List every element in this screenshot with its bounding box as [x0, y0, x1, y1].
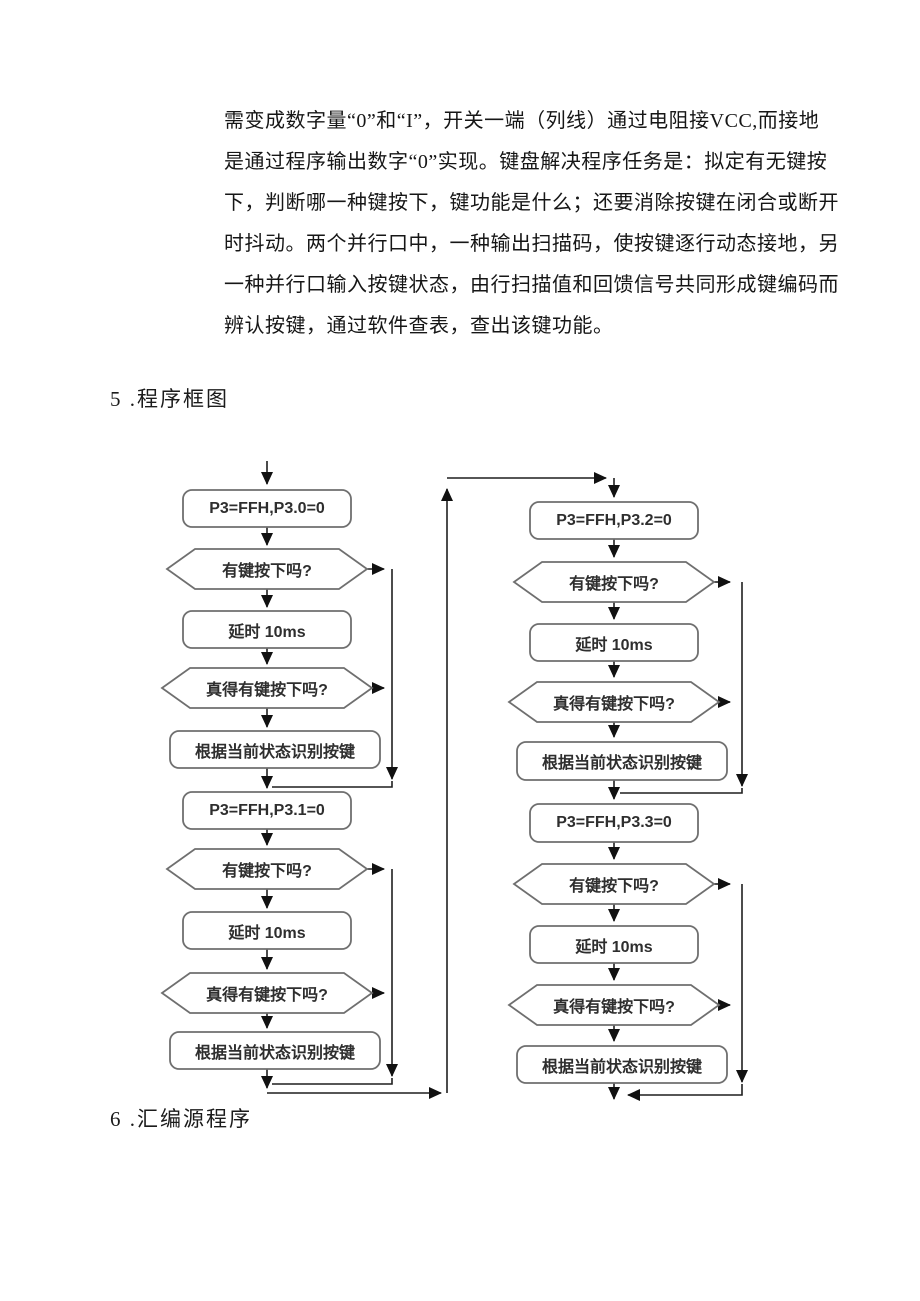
flow-node-identify-key: 根据当前状态识别按键 [194, 1044, 355, 1062]
section-6-heading: 6 .汇编源程序 [110, 1107, 252, 1131]
decision-hexagon-shape [507, 681, 721, 723]
flow-node-delay-10ms: 延时 10ms [575, 938, 653, 956]
body-paragraph: 需变成数字量“0”和“I”，开关一端（列线）通过电阻接VCC,而接地 是通过程序… [224, 101, 839, 347]
process-box-shape [169, 730, 381, 769]
flow-node-really-pressed: 真得有键按下吗? [206, 682, 328, 699]
process-box-shape [182, 911, 352, 950]
flow-node-delay-10ms: 延时 10ms [228, 924, 306, 942]
flow-node-key-pressed: 有键按下吗? [569, 878, 659, 895]
decision-hexagon-shape [507, 984, 721, 1026]
paragraph-line: 辨认按键，通过软件查表，查出该键功能。 [224, 315, 614, 337]
process-box-shape [182, 610, 352, 649]
flow-node-scan-row1: P3=FFH,P3.1=0 [209, 801, 325, 819]
paragraph-line: 下，判断哪一种键按下，键功能是什么；还要消除按键在闭合或断开 [224, 192, 839, 214]
paragraph-line: 时抖动。两个并行口中，一种输出扫描码，使按键逐行动态接地，另 [224, 233, 839, 255]
flow-node-identify-key: 根据当前状态识别按键 [541, 755, 702, 772]
process-box-shape [516, 1045, 728, 1084]
flow-connectors [261, 461, 748, 1101]
flow-line [620, 788, 743, 794]
flow-node-scan-row0: P3=FFH,P3.0=0 [209, 499, 325, 517]
flow-line [627, 1084, 743, 1101]
flow-node-really-pressed: 真得有键按下吗? [206, 987, 328, 1004]
process-box-shape [529, 925, 699, 964]
flow-node-shapes [160, 489, 728, 1084]
flow-node-really-pressed: 真得有键按下吗? [553, 696, 675, 713]
decision-hexagon-shape [165, 548, 369, 590]
process-box-shape [529, 803, 699, 843]
flow-node-key-pressed: 有键按下吗? [222, 563, 312, 580]
process-box-shape [529, 501, 699, 540]
process-box-shape [182, 791, 352, 830]
flow-node-key-pressed: 有键按下吗? [222, 863, 312, 880]
process-box-shape [529, 623, 699, 662]
flow-line [272, 1078, 393, 1085]
decision-hexagon-shape [512, 561, 716, 603]
decision-hexagon-shape [160, 667, 374, 709]
paragraph-line: 一种并行口输入按键状态，由行扫描值和回馈信号共同形成键编码而 [224, 274, 839, 296]
flow-node-scan-row2: P3=FFH,P3.2=0 [556, 511, 672, 529]
decision-hexagon-shape [165, 848, 369, 890]
paragraph-line: 是通过程序输出数字“0”实现。键盘解决程序任务是：拟定有无键按 [224, 151, 828, 173]
flow-node-scan-row3: P3=FFH,P3.3=0 [556, 814, 672, 831]
flow-node-delay-10ms: 延时 10ms [575, 636, 653, 654]
flow-node-identify-key: 根据当前状态识别按键 [541, 1058, 702, 1076]
flow-node-identify-key: 根据当前状态识别按键 [194, 743, 355, 761]
process-box-shape [516, 741, 728, 781]
decision-hexagon-shape [512, 863, 716, 905]
flow-node-really-pressed: 真得有键按下吗? [553, 999, 675, 1016]
process-box-shape [169, 1031, 381, 1070]
section-5-heading: 5 .程序框图 [110, 387, 229, 411]
flow-node-key-pressed: 有键按下吗? [569, 576, 659, 593]
decision-hexagon-shape [160, 972, 374, 1014]
process-box-shape [182, 489, 352, 528]
flow-node-delay-10ms: 延时 10ms [228, 623, 306, 641]
flow-line [272, 781, 393, 788]
paragraph-line: 需变成数字量“0”和“I”，开关一端（列线）通过电阻接VCC,而接地 [224, 110, 820, 132]
